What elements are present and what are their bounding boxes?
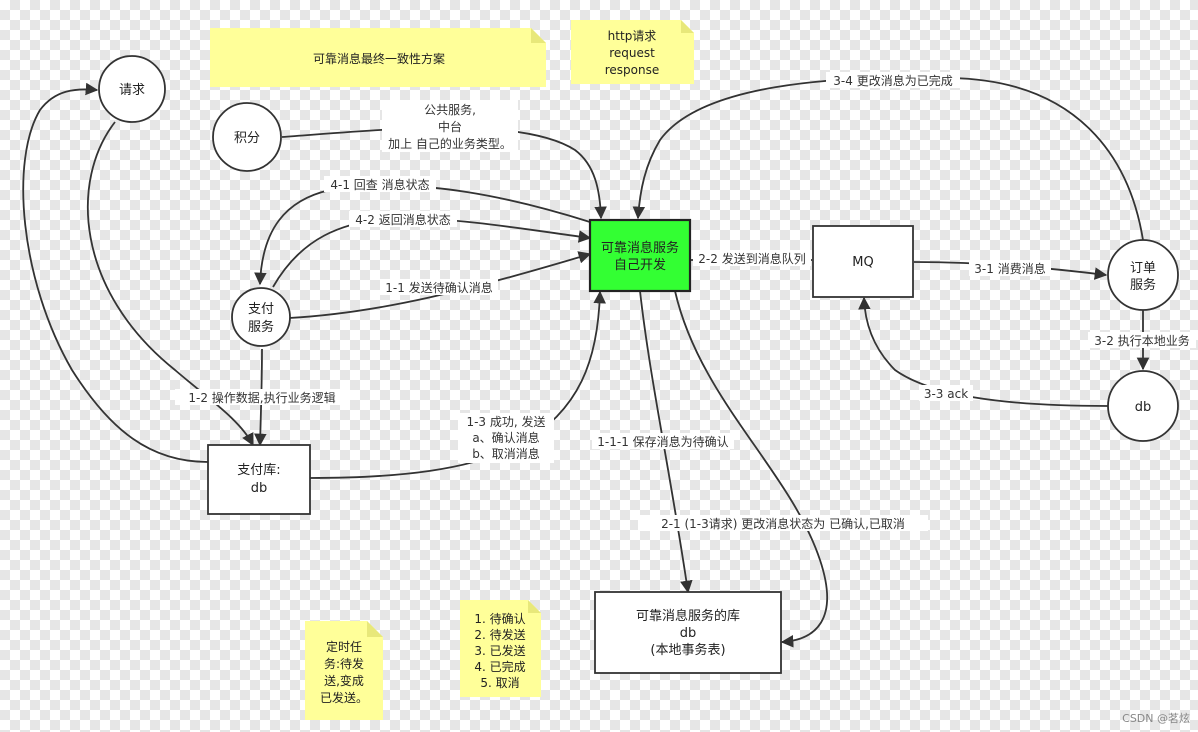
edge-reliable-to-db-right <box>674 290 829 648</box>
order-service-node: 订单 服务 <box>1107 239 1179 311</box>
reliable-service-node: 可靠消息服务 自己开发 <box>588 218 692 293</box>
pay-db-label: 支付库: <box>237 462 280 478</box>
edge-4-2 <box>272 217 592 288</box>
edge-label-1-3-line: b、取消消息 <box>472 446 540 461</box>
title-note: 可靠消息最终一致性方案 <box>210 28 546 87</box>
watermark: CSDN @茗炫 <box>1122 711 1190 725</box>
edge-label-2-1: 2-1 (1-3请求) 更改消息状态为 已确认,已取消 <box>661 516 905 531</box>
edge-label-1-1: 1-1 发送待确认消息 <box>385 280 492 295</box>
public-service-label: 公共服务, 中台 加上 自己的业务类型。 <box>382 100 518 152</box>
state-item: 3. 已发送 <box>474 643 525 658</box>
state-item: 2. 待发送 <box>474 627 525 642</box>
reliable-db-label: db <box>680 626 697 641</box>
request-node-label: 请求 <box>119 83 145 98</box>
edge-label-1-2: 1-2 操作数据,执行业务逻辑 <box>188 390 335 405</box>
timer-note: 定时任 务:待发 送,变成 已发送。 <box>305 621 383 720</box>
mq-label: MQ <box>852 255 873 270</box>
public-service-line: 中台 <box>438 119 462 134</box>
edge-label-4-2: 4-2 返回消息状态 <box>355 212 450 227</box>
timer-note-line: 送,变成 <box>324 673 364 688</box>
edge-3-4 <box>632 76 1144 241</box>
edge-label-1-3-line: 1-3 成功, 发送 <box>466 414 545 429</box>
pay-db-node: 支付库: db <box>207 444 311 515</box>
edge-1-3 <box>309 290 606 479</box>
request-node: 请求 <box>98 55 166 123</box>
title-note-text: 可靠消息最终一致性方案 <box>313 51 445 66</box>
pay-service-label: 支付 <box>248 302 274 317</box>
pay-service-node: 支付 服务 <box>231 287 291 347</box>
edge-label-3-4: 3-4 更改消息为已完成 <box>833 73 952 88</box>
reliable-db-label: (本地事务表) <box>650 642 725 658</box>
points-node: 积分 <box>212 102 282 172</box>
points-node-label: 积分 <box>234 131 260 146</box>
edge-label-4-1: 4-1 回查 消息状态 <box>330 177 429 192</box>
pay-service-label: 服务 <box>248 319 274 335</box>
reliable-service-label: 可靠消息服务 <box>601 240 679 256</box>
edge-1-1 <box>288 251 592 319</box>
order-db-label: db <box>1135 400 1152 415</box>
timer-note-line: 已发送。 <box>320 690 368 705</box>
edge-label-1-3: 1-3 成功, 发送 a、确认消息 b、取消消息 <box>458 413 554 463</box>
order-db-node: db <box>1107 370 1179 442</box>
mq-node: MQ <box>812 225 914 298</box>
edge-label-3-1: 3-1 消费消息 <box>974 261 1045 276</box>
edge-points-to-reliable <box>281 126 607 220</box>
timer-note-line: 务:待发 <box>324 656 364 671</box>
http-note-line: response <box>605 63 660 77</box>
state-item: 5. 取消 <box>480 676 519 690</box>
edge-label-2-2: 2-2 发送到消息队列 <box>698 251 805 266</box>
public-service-line: 公共服务, <box>424 102 476 117</box>
edge-label-1-1-1: 1-1-1 保存消息为待确认 <box>597 434 728 449</box>
edge-paydb-to-request <box>22 82 209 463</box>
edge-label-3-2: 3-2 执行本地业务 <box>1094 333 1189 348</box>
http-note-line: http请求 <box>608 29 657 43</box>
order-service-label: 订单 <box>1130 261 1156 276</box>
edge-1-1-1 <box>639 290 693 594</box>
edge-3-3 <box>858 296 1109 407</box>
edge-label-3-3: 3-3 ack <box>924 387 968 401</box>
edge-label-1-3-line: a、确认消息 <box>472 430 539 445</box>
reliable-service-label: 自己开发 <box>614 257 666 273</box>
order-service-label: 服务 <box>1130 277 1156 293</box>
state-item: 1. 待确认 <box>474 612 525 626</box>
http-note-line: request <box>609 46 655 60</box>
pay-db-label: db <box>251 481 268 496</box>
edge-request-to-paydb <box>86 121 254 447</box>
reliable-db-label: 可靠消息服务的库 <box>636 608 740 624</box>
states-note: 1. 待确认 2. 待发送 3. 已发送 4. 已完成 5. 取消 <box>460 600 541 697</box>
http-note: http请求 request response <box>571 20 694 84</box>
public-service-line: 加上 自己的业务类型。 <box>388 136 512 151</box>
timer-note-line: 定时任 <box>326 639 362 654</box>
reliable-db-node: 可靠消息服务的库 db (本地事务表) <box>594 591 782 674</box>
state-item: 4. 已完成 <box>474 659 525 674</box>
